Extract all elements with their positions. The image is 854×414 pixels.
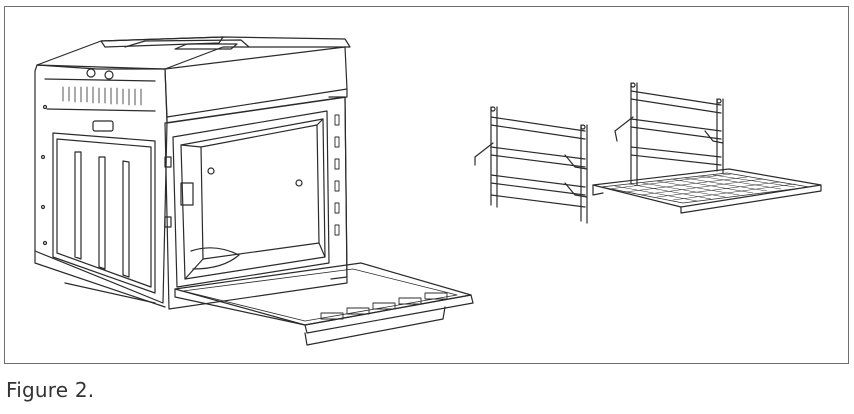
oven-illustration — [34, 36, 474, 346]
shelf-rail-illustration — [474, 106, 588, 224]
figure-frame — [4, 6, 849, 364]
figure-illustration — [34, 36, 822, 346]
shelf-rail-with-rack-illustration — [592, 82, 822, 214]
figure-caption: Figure 2. — [6, 378, 95, 402]
